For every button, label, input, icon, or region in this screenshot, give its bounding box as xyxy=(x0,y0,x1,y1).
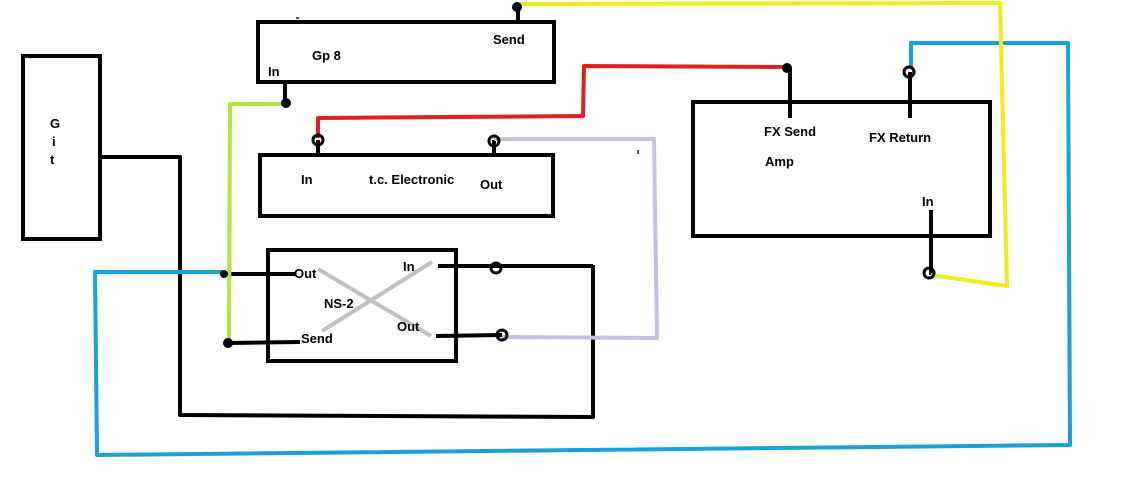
gp8-in-jack xyxy=(281,98,291,108)
git-letter-i: i xyxy=(52,134,56,149)
ns2-name: NS-2 xyxy=(324,296,354,311)
tc-name: t.c. Electronic xyxy=(369,172,454,187)
yellow-wire xyxy=(517,1,1009,288)
tc-electronic-box xyxy=(258,153,555,218)
red-wire xyxy=(316,64,787,138)
lavender-wire xyxy=(494,137,659,340)
ns2-out-label: Out xyxy=(294,266,317,281)
gp8-in-label: In xyxy=(268,64,280,79)
amp-in-label: In xyxy=(922,194,934,209)
ns2-send-jack xyxy=(223,338,233,348)
ns2-box xyxy=(266,248,458,363)
amp-fx-send-jack xyxy=(782,63,792,73)
amp-fx-return-label: FX Return xyxy=(869,130,931,145)
ns2-in-label: In xyxy=(403,259,415,274)
stray-mark-2 xyxy=(296,17,299,19)
gp8-send-label: Send xyxy=(493,32,525,47)
tc-out-label: Out xyxy=(480,177,503,192)
jack-plugs xyxy=(220,2,936,348)
blue-wire xyxy=(93,41,1072,457)
ns2-cross-line-1 xyxy=(316,267,433,338)
amp-in-jack xyxy=(922,266,936,280)
tc-out-jack xyxy=(487,134,501,148)
gp8-name: Gp 8 xyxy=(312,48,341,63)
amp-fx-send-label: FX Send xyxy=(764,124,816,139)
ns2-cross-line-2 xyxy=(320,260,434,333)
green-wire xyxy=(227,102,286,347)
amp-box xyxy=(691,100,992,238)
stray-mark-1 xyxy=(637,150,639,154)
tc-in-jack xyxy=(311,133,325,147)
gp8-box xyxy=(256,20,556,84)
amp-name: Amp xyxy=(765,154,794,169)
ns2-out2-jack xyxy=(495,328,509,342)
gp8-send-jack xyxy=(512,2,522,12)
git-letter-g: G xyxy=(50,116,60,131)
ns2-out-jack xyxy=(220,270,228,278)
tc-in-label: In xyxy=(301,172,313,187)
black-wires xyxy=(100,6,933,419)
ns2-out2-label: Out xyxy=(397,319,420,334)
ns2-in-jack xyxy=(489,261,503,275)
ns2-send-label: Send xyxy=(301,331,333,346)
git-letter-t: t xyxy=(50,152,55,167)
amp-fx-return-jack xyxy=(902,65,916,79)
guitar-box xyxy=(21,54,102,241)
